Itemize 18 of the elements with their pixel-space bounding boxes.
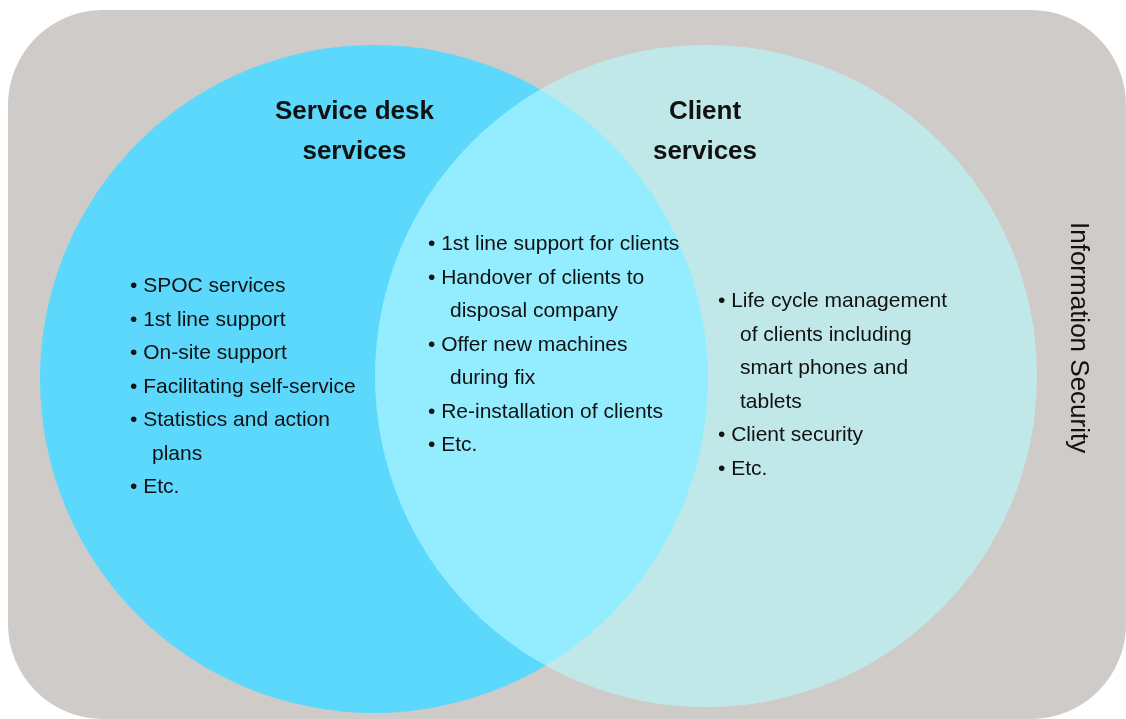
bullet-item: • Statistics and action plans	[130, 406, 331, 466]
circle-heading: Client services	[651, 94, 759, 167]
bullet-item: • Client security	[718, 421, 865, 447]
bullet-item: • 1st line support for clients	[428, 230, 681, 256]
bullet-item: • On-site support	[130, 339, 288, 365]
bullet-item: • Facilitating self-service	[130, 372, 357, 399]
bullet-item: • 1st line support	[130, 305, 287, 332]
bullet-item: • Re-installation of clients	[428, 397, 664, 424]
bullet-item: • SPOC services	[130, 272, 287, 298]
bullet-item: • Etc.	[130, 473, 181, 499]
bullet-item: • Offer new machines during fix	[428, 330, 629, 390]
vertical-heading: Information Security	[1064, 222, 1095, 454]
bullet-item: • Etc.	[718, 454, 769, 481]
bullet-item: • Etc.	[428, 431, 479, 457]
bullet-item: • Handover of clients to disposal company	[428, 263, 646, 323]
bullet-item: • Life cycle management of clients including smart phones and tablets	[718, 287, 949, 414]
circle-heading: Service desk services	[274, 94, 435, 167]
outer-rounded-panel	[8, 10, 1126, 719]
